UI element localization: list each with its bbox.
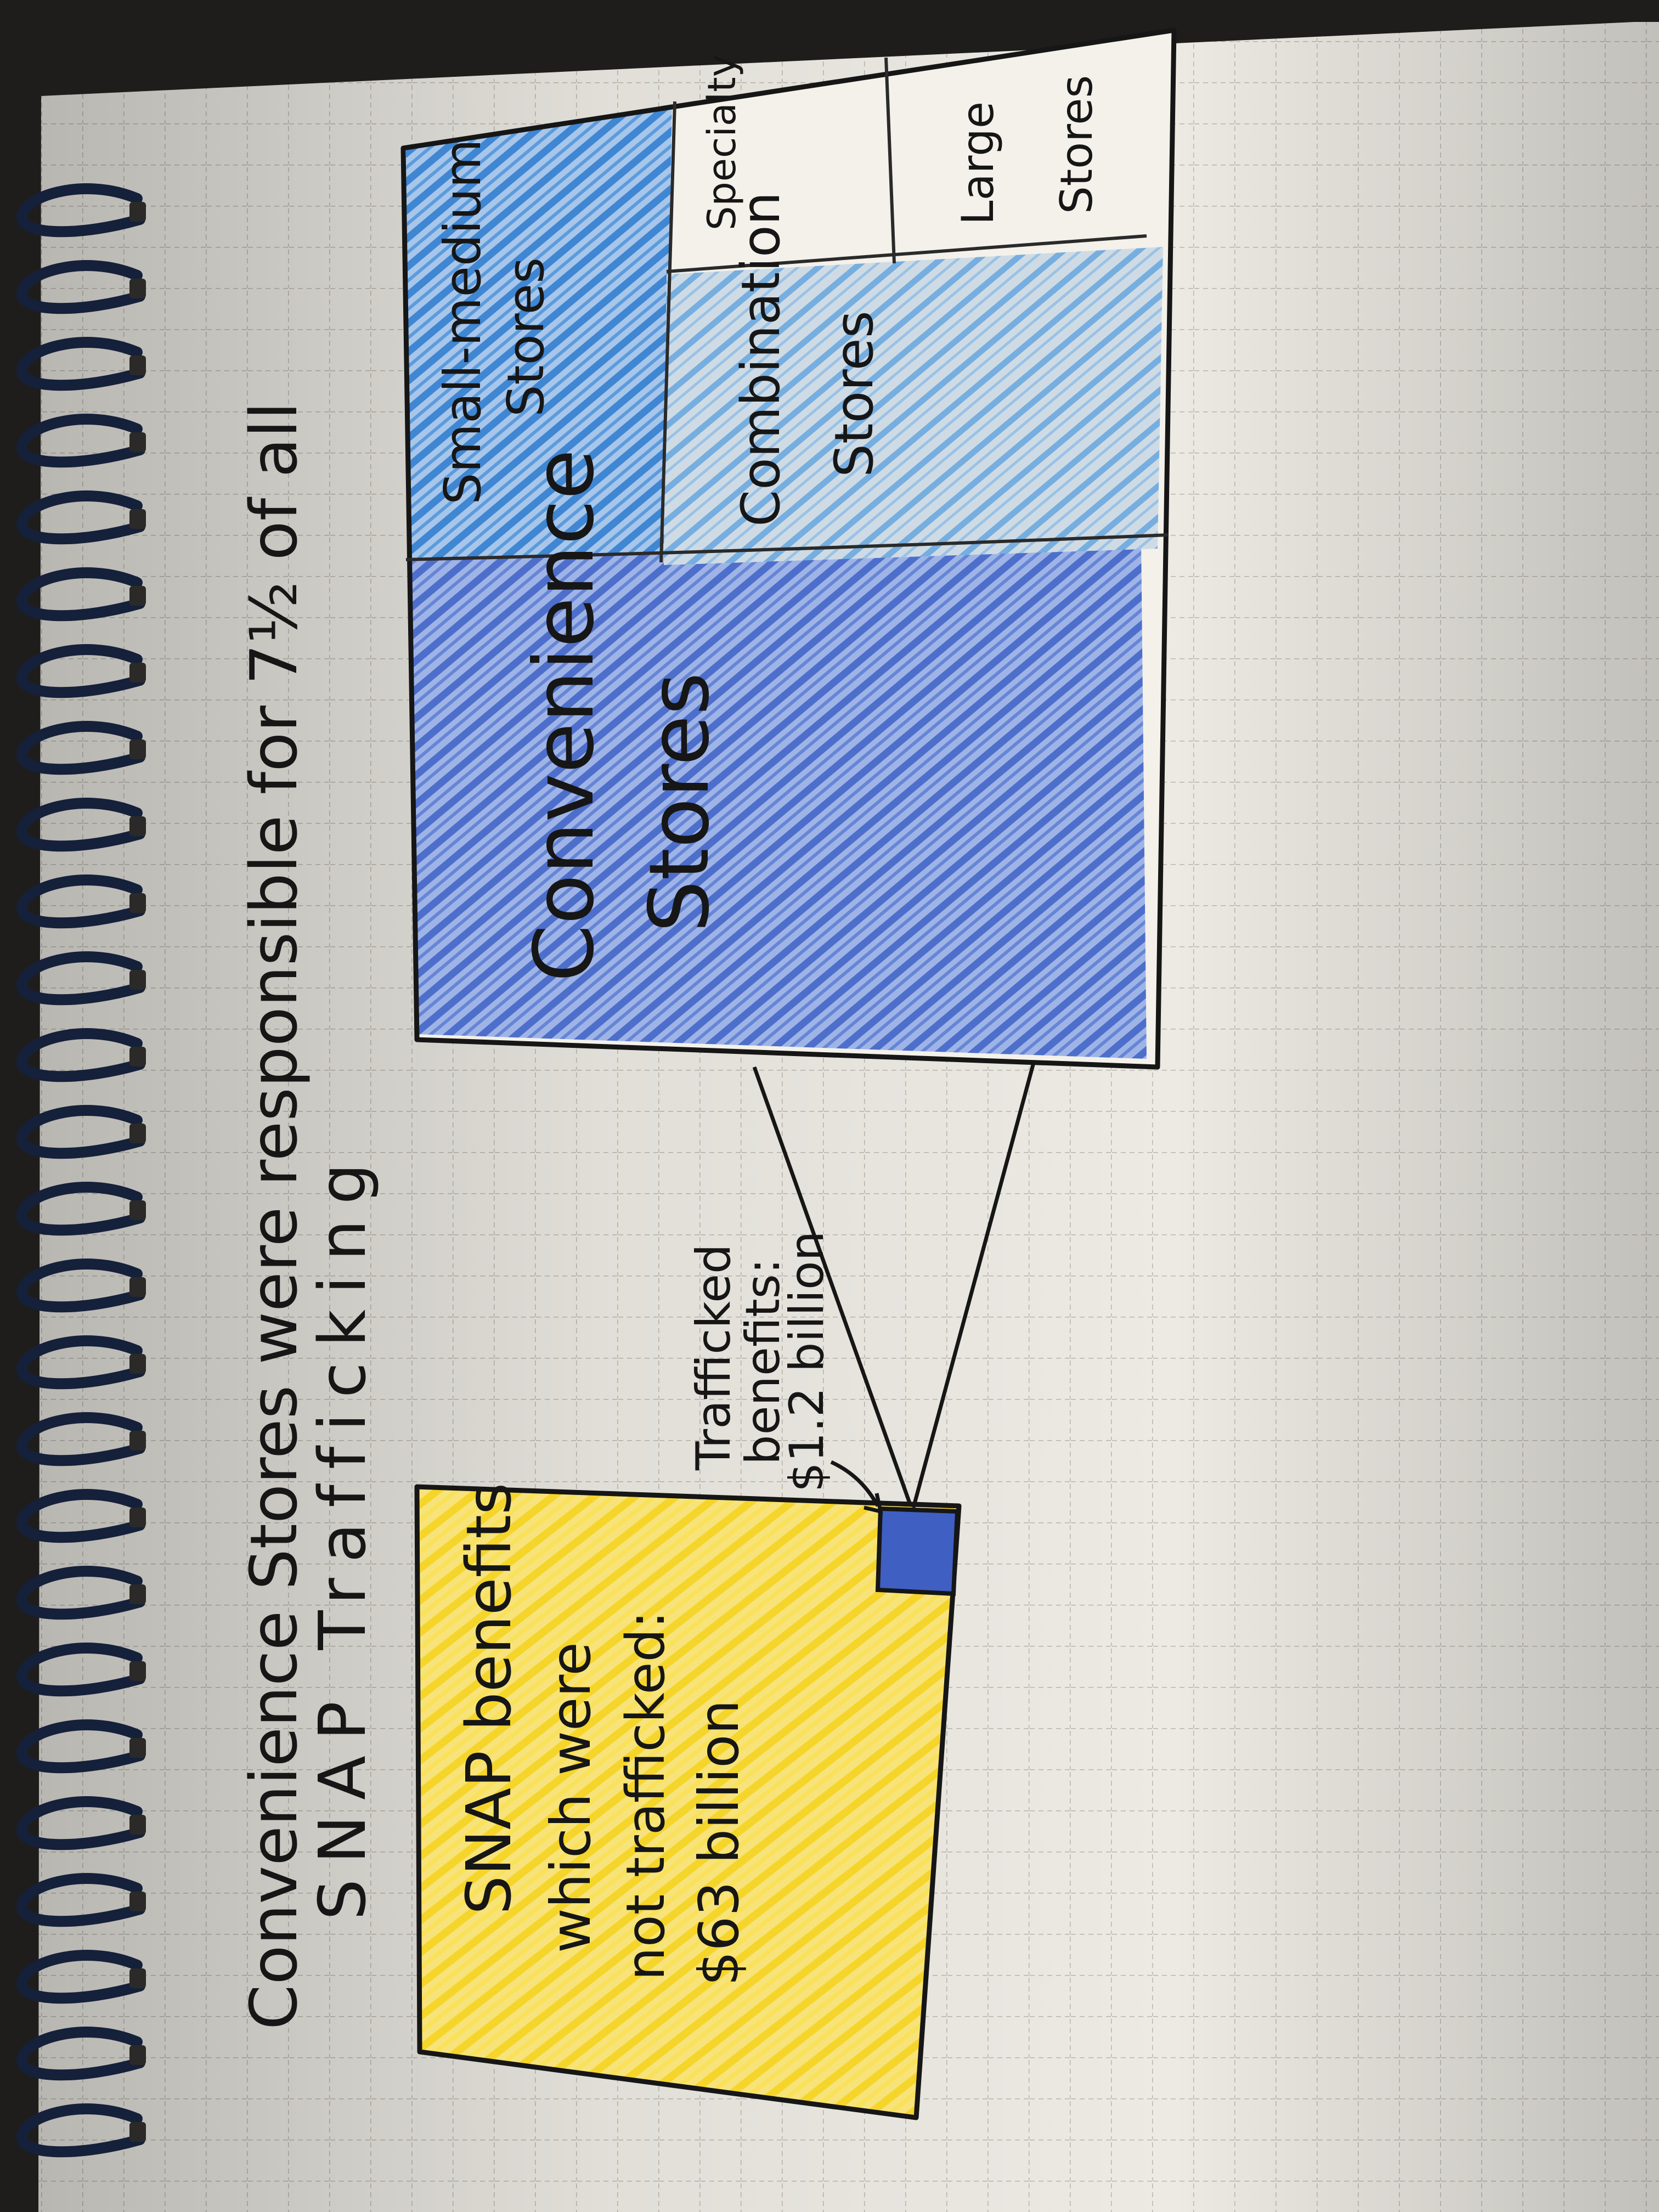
- spiral-ring: [16, 1259, 145, 1313]
- large-label-1: Large: [952, 101, 1003, 225]
- spiral-ring: [16, 1796, 145, 1850]
- spiral-ring: [16, 567, 145, 622]
- spiral-hole: [129, 432, 146, 452]
- trafficked-box: [875, 1506, 960, 1596]
- spiral-ring: [16, 183, 145, 238]
- convenience-label-2: Stores: [632, 672, 727, 933]
- spiral-hole: [129, 1738, 146, 1758]
- spiral-hole: [129, 1892, 146, 1911]
- spiral-ring: [16, 1950, 145, 2004]
- spiral-hole: [129, 970, 146, 990]
- breakdown-outline: [400, 27, 1177, 1070]
- specialty-label: Specialty: [699, 54, 744, 230]
- trafficked-label: Trafficked benefits: $1.2 billion: [686, 1231, 834, 1492]
- spiral-ring: [16, 1028, 145, 1082]
- trafficked-fill: [878, 1509, 957, 1594]
- divider-specialty: [884, 57, 896, 264]
- combination-fill: [664, 247, 1163, 565]
- spiral-hole: [129, 202, 146, 222]
- trafficked-line-1: Trafficked: [686, 1244, 741, 1471]
- spiral-hole: [129, 1277, 146, 1297]
- spiral-ring: [16, 1873, 145, 1927]
- spiral-ring: [16, 490, 145, 545]
- small-medium-fill: [406, 104, 672, 560]
- spiral-hole: [129, 1431, 146, 1451]
- spiral-hole: [129, 1815, 146, 1835]
- spiral-hole: [129, 740, 146, 759]
- spiral-ring: [16, 1643, 145, 1697]
- title-line-2: SNAP Trafficking: [304, 1148, 380, 1920]
- spiral-ring: [16, 951, 145, 1006]
- snap-line-3: not trafficked:: [615, 1611, 676, 1980]
- spiral-hole: [129, 1508, 146, 1527]
- spiral-ring: [16, 1566, 145, 1620]
- snap-box-text: SNAP benefits which were not trafficked:…: [454, 1483, 751, 1986]
- small-medium-label-2: Stores: [496, 257, 555, 417]
- title-group: Convenience Stores were responsible for …: [236, 402, 380, 2030]
- zoom-line-right: [911, 1050, 1039, 1508]
- breakdown-labels: Convenience Stores Small-medium Stores C…: [433, 54, 1102, 982]
- spiral-binding: [16, 183, 146, 2158]
- large-label-2: Stores: [1051, 75, 1102, 214]
- snap-line-4: $63 billion: [687, 1700, 751, 1986]
- combination-label-2: Stores: [823, 311, 885, 477]
- trafficked-line-2: benefits:: [736, 1258, 791, 1465]
- zoom-line-left: [752, 1066, 913, 1507]
- snap-benefits-box: [414, 1484, 962, 2120]
- convenience-label-1: Convenience: [517, 449, 612, 982]
- spiral-hole: [129, 2045, 146, 2065]
- spiral-ring: [16, 721, 145, 775]
- spiral-ring: [16, 874, 145, 929]
- title-line-1: Convenience Stores were responsible for …: [236, 402, 312, 2030]
- combination-label-1: Combination: [730, 192, 792, 527]
- snap-line-2: which were: [539, 1642, 603, 1953]
- spiral-hole: [129, 1124, 146, 1143]
- spiral-ring: [16, 414, 145, 468]
- yellow-box-outline: [414, 1484, 962, 2120]
- spiral-ring: [16, 1719, 145, 1774]
- spiral-hole: [129, 663, 146, 682]
- arrow-head: [864, 1493, 883, 1514]
- spiral-hole: [129, 1047, 146, 1066]
- spiral-hole: [129, 1200, 146, 1220]
- spiral-hole: [129, 1354, 146, 1374]
- convenience-fill: [409, 540, 1147, 1059]
- spiral-ring: [16, 644, 145, 698]
- spiral-ring: [16, 1182, 145, 1236]
- spiral-hole: [129, 586, 146, 606]
- spiral-hole: [129, 893, 146, 913]
- label-arrow: [830, 1460, 880, 1507]
- spiral-ring: [16, 1489, 145, 1543]
- spiral-ring: [16, 2027, 145, 2081]
- snap-line-1: SNAP benefits: [454, 1483, 525, 1915]
- spiral-ring: [16, 260, 145, 314]
- spiral-hole: [129, 509, 146, 529]
- spiral-hole: [129, 1661, 146, 1681]
- divider-small-medium: [659, 101, 676, 563]
- yellow-fill: [417, 1487, 959, 2118]
- spiral-hole: [129, 2122, 146, 2142]
- spiral-ring: [16, 1105, 145, 1159]
- spiral-hole: [129, 1968, 146, 1988]
- spiral-ring: [16, 2103, 145, 2158]
- divider-combination: [666, 234, 1147, 273]
- spiral-hole: [129, 816, 146, 836]
- spiral-hole: [129, 279, 146, 298]
- small-medium-label-1: Small-medium: [433, 139, 492, 505]
- divider-convenience: [405, 533, 1169, 561]
- spiral-hole: [129, 1584, 146, 1604]
- spiral-ring: [16, 798, 145, 852]
- spiral-ring: [16, 337, 145, 391]
- trafficked-outline: [875, 1506, 960, 1596]
- trafficked-line-3: $1.2 billion: [780, 1231, 834, 1492]
- spiral-ring: [16, 1412, 145, 1466]
- spiral-hole: [129, 356, 146, 375]
- breakdown-box: [400, 27, 1177, 1070]
- spiral-ring: [16, 1335, 145, 1390]
